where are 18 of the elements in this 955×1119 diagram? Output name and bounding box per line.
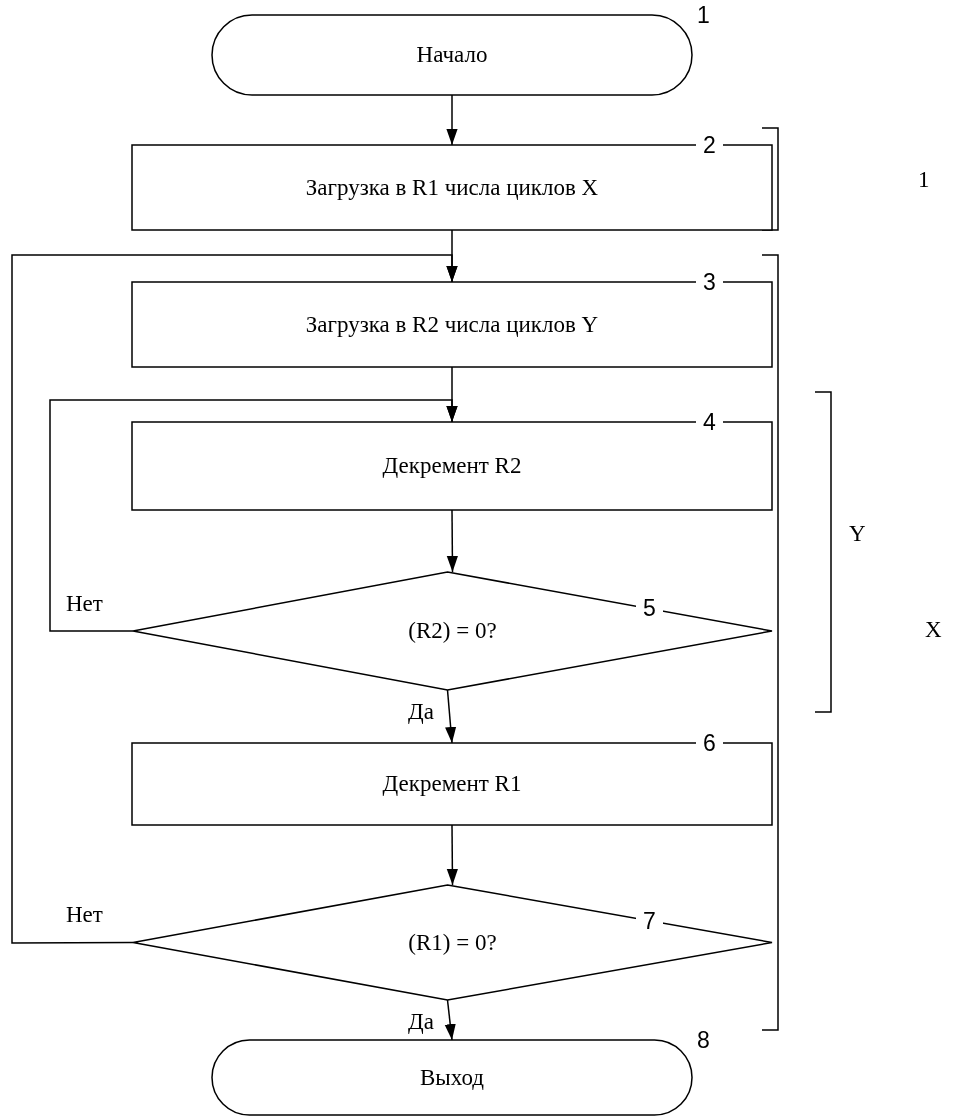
bracket-label: Y — [849, 522, 866, 546]
arrow — [444, 999, 456, 1041]
node-text: Декремент R2 — [382, 453, 522, 479]
bracket-label: 1 — [918, 168, 930, 192]
node-text: Декремент R1 — [382, 771, 522, 797]
node-text: Начало — [416, 42, 488, 68]
node-text: Выход — [420, 1064, 484, 1091]
arrow — [446, 509, 458, 573]
node-text: Загрузка в R1 числа циклов X — [305, 174, 599, 201]
arrow — [11, 254, 458, 944]
arrow — [446, 824, 458, 886]
node-text: (R1) = 0? — [408, 929, 497, 956]
arrow — [49, 399, 458, 632]
bracket-label: X — [925, 618, 942, 642]
node-text: (R2) = 0? — [408, 618, 497, 644]
arrow — [446, 94, 458, 146]
arrow — [445, 689, 457, 744]
node-text: Загрузка в R2 числа циклов Y — [305, 311, 599, 338]
